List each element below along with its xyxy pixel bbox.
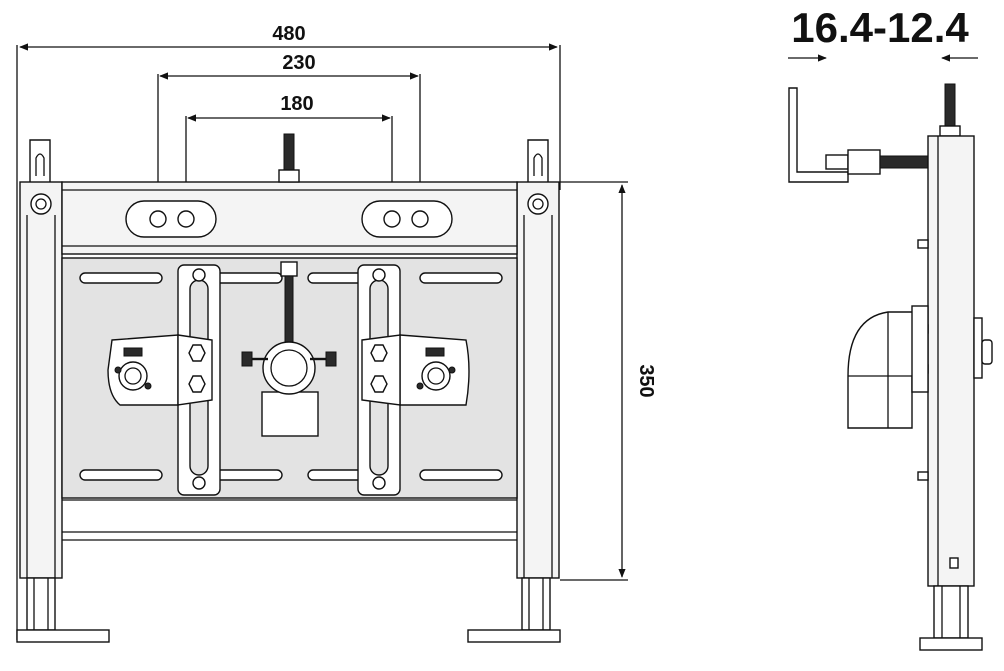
side-foot — [919, 585, 983, 651]
dimension-width-mid-label: 230 — [282, 52, 315, 74]
depth-range-label: 16.4-12.4 — [791, 4, 969, 51]
dimension-width-inner-label: 180 — [280, 93, 313, 115]
right-foot — [467, 577, 561, 643]
wall-bracket — [788, 87, 929, 183]
right-post — [516, 181, 560, 579]
side-elbow-fitting — [847, 305, 929, 429]
center-pipe-clamp — [241, 261, 337, 437]
dimension-width-total-label: 480 — [272, 23, 305, 45]
top-crossbar — [61, 133, 518, 255]
left-valve-assembly — [107, 264, 221, 496]
right-valve-assembly — [357, 264, 470, 496]
left-foot — [16, 577, 110, 643]
top-threaded-rod — [939, 83, 961, 137]
dimension-height-label: 350 — [635, 364, 657, 397]
side-view: 16.4-12.4 — [788, 4, 993, 651]
dimension-width-total: 480 — [16, 23, 561, 640]
top-clips — [29, 139, 549, 182]
dimension-height: 350 — [560, 181, 657, 581]
left-post — [19, 181, 63, 579]
side-post — [917, 135, 993, 587]
front-view: 480 230 180 350 — [16, 23, 657, 643]
